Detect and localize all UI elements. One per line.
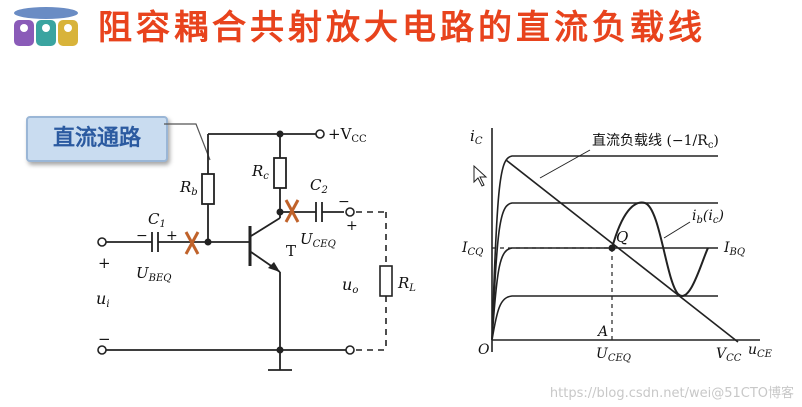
vcc-label: +VCC [328, 125, 367, 145]
output-terminal-bottom [345, 345, 355, 355]
transistor-label: T [286, 242, 296, 260]
output-minus-label: − [338, 194, 350, 210]
rl-resistor [379, 265, 393, 297]
ib-waveform [611, 201, 709, 297]
logo-icon [14, 7, 78, 46]
uce-axis-label: uCE [748, 342, 773, 360]
input-terminal-bottom [97, 345, 107, 355]
c1-label: C1 [148, 210, 166, 230]
uceq-label: UCEQ [300, 230, 336, 250]
callout-pointer [164, 123, 211, 161]
c1-minus-label: − [136, 228, 148, 244]
cross-mark-c2 [284, 199, 300, 223]
rb-label: Rb [179, 178, 198, 198]
output-terminal-top [345, 207, 355, 217]
dc-path-callout: 直流通路 [26, 116, 168, 162]
c2-label: C2 [310, 176, 328, 196]
c1-plus-label: + [166, 228, 178, 244]
uo-label: uo [342, 275, 358, 296]
input-minus-label: − [98, 330, 111, 348]
ibq-label: IBQ [723, 240, 745, 258]
page-title: 阻容耦合共射放大电路的直流负载线 [98, 8, 706, 48]
ib-label: ib(ic) [692, 208, 724, 226]
load-line-label: 直流负载线 (−1/Rc) [592, 132, 719, 151]
ic-axis-label: iC [470, 127, 483, 147]
rc-label: Rc [251, 162, 269, 182]
characteristic-curve-1 [491, 155, 718, 341]
input-terminal-top [97, 237, 107, 247]
watermark: https://blog.csdn.net/wei@51CTO博客 [549, 386, 794, 401]
cross-mark-c1 [184, 231, 200, 255]
q-point [608, 244, 616, 252]
rl-label: RL [397, 274, 416, 294]
a-label: A [596, 324, 608, 340]
characteristic-curve-4 [491, 295, 718, 341]
uceq-axis-label: UCEQ [596, 346, 631, 364]
ui-label: ui [96, 289, 110, 310]
q-label: Q [616, 228, 628, 246]
vcc-terminal [315, 129, 325, 139]
output-plus-label: + [346, 218, 358, 234]
characteristic-curve-2 [491, 202, 718, 341]
cursor-icon [473, 164, 488, 187]
origin-label: O [478, 342, 490, 358]
vcc-axis-label: VCC [716, 346, 742, 364]
dc-load-line [505, 159, 739, 343]
input-plus-label: + [98, 254, 111, 272]
ubeq-label: UBEQ [136, 264, 172, 284]
icq-label: ICQ [461, 240, 483, 258]
